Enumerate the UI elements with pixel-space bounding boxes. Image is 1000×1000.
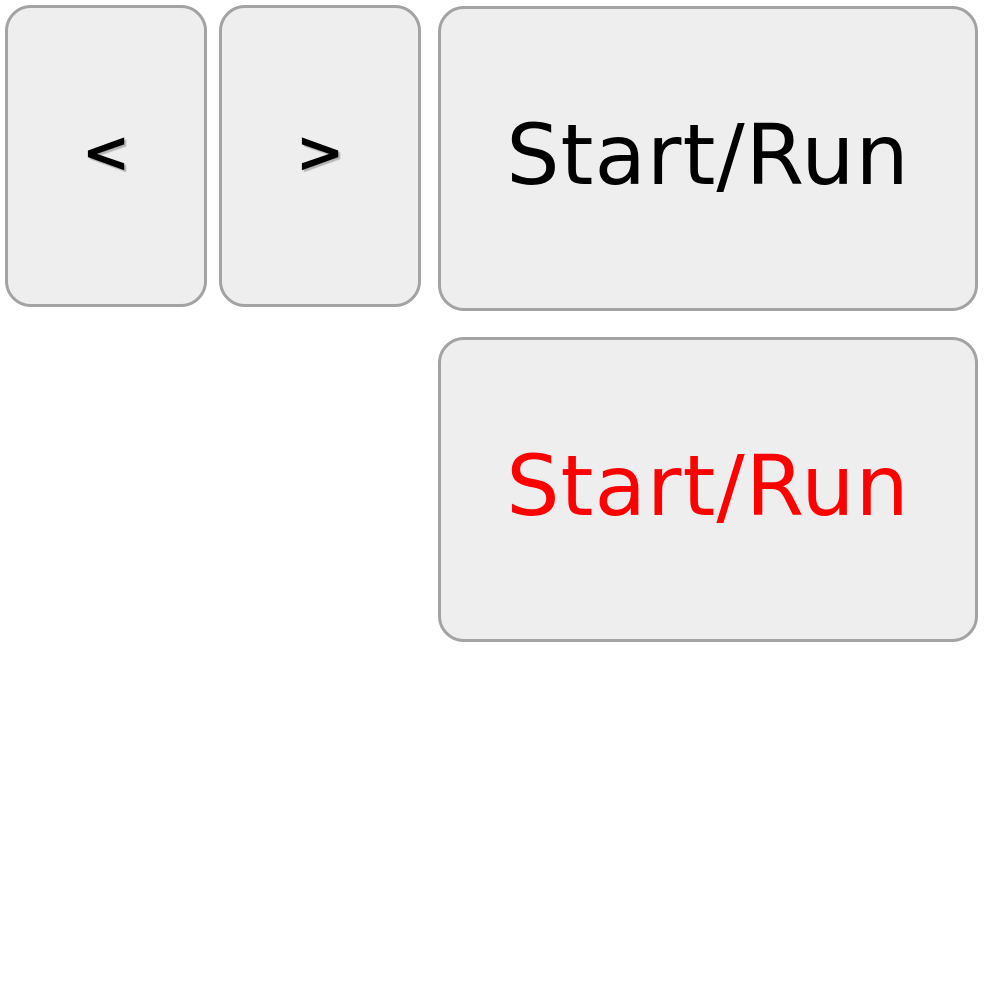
chevron-left-icon: <: [81, 118, 131, 186]
start-run-label: Start/Run: [506, 105, 910, 204]
start-run-button-alt[interactable]: Start/Run: [438, 337, 978, 642]
start-run-button[interactable]: Start/Run: [438, 6, 978, 311]
start-run-alt-label: Start/Run: [506, 436, 910, 535]
previous-button[interactable]: <: [5, 5, 207, 307]
next-button[interactable]: >: [219, 5, 421, 307]
chevron-right-icon: >: [295, 118, 345, 186]
